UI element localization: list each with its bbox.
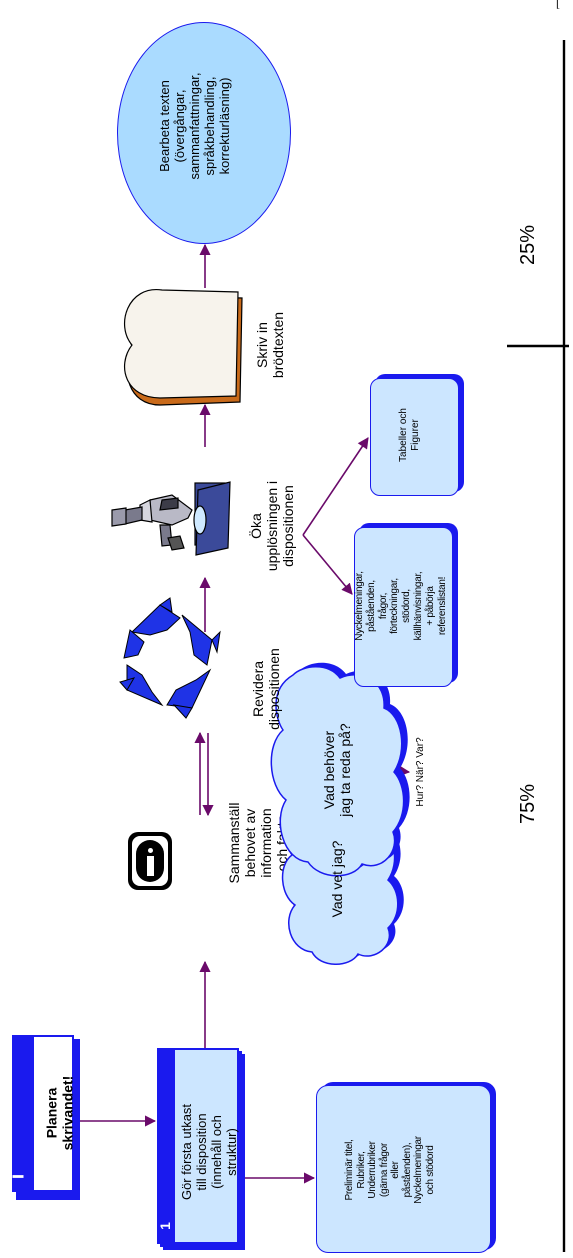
scale-left-pct: 75%	[517, 783, 539, 825]
edit-label: Bearbeta texten (övergångar, sammanfattn…	[157, 72, 232, 180]
tables-box: Tabeller och Figurer	[370, 374, 464, 496]
draft-note-box: Preliminär titel, Rubriker, Underrubrike…	[316, 1082, 496, 1253]
key-sentences-box: Nyckelmeningar, påståenden, frågor, fört…	[354, 523, 458, 687]
info-icon	[128, 832, 172, 890]
plan-badge-bar	[12, 1035, 34, 1192]
arrow-increase-to-key	[302, 534, 353, 595]
corner-mark: [	[556, 0, 560, 10]
plan-box: i Planera skrivandet!	[6, 1035, 80, 1200]
write-body-label: Skriv in brödtexten	[254, 311, 287, 379]
arrow-increase-to-tables	[302, 437, 369, 536]
edit-ellipse: Bearbeta texten (övergångar, sammanfattn…	[117, 22, 291, 244]
scale-right-pct: 25%	[517, 224, 539, 266]
draft-box: 1 Gör första utkast till disposition (in…	[157, 1048, 245, 1250]
